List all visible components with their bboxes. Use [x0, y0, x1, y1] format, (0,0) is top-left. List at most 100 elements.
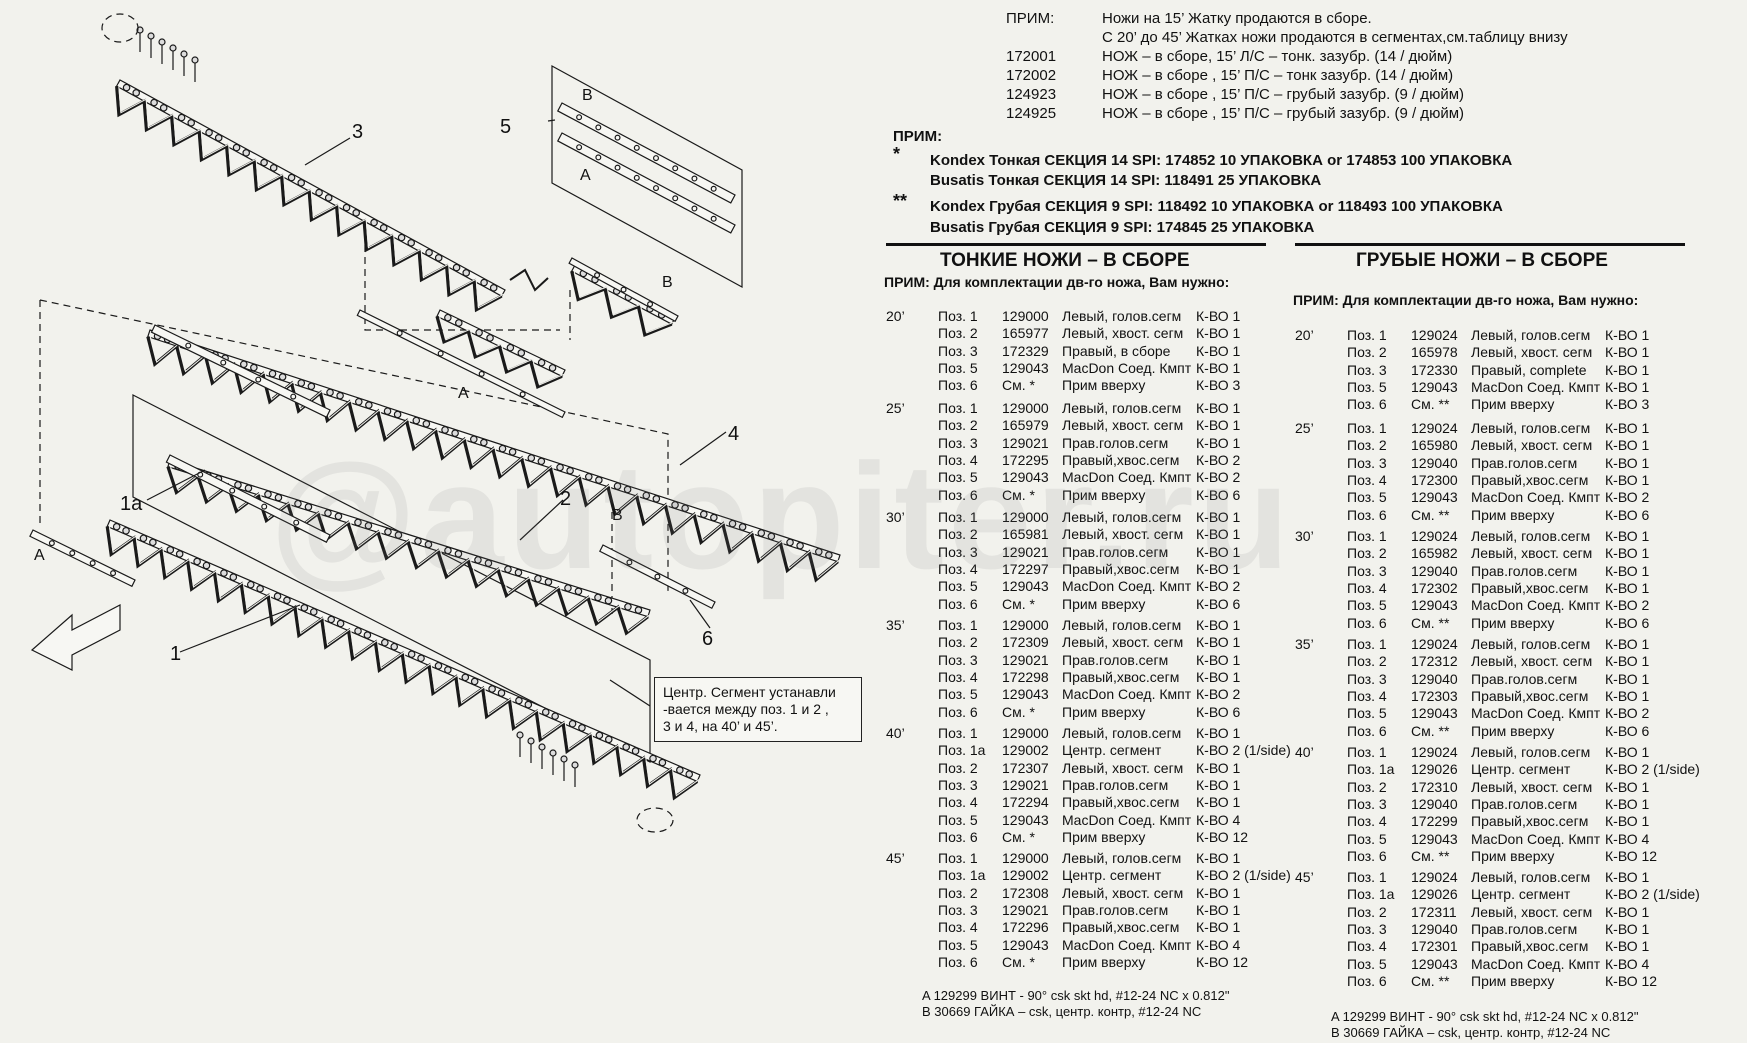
- knife-4-rivet: [556, 463, 564, 472]
- qty-cell: К-ВО 1: [1605, 778, 1650, 795]
- knife-2-rivet: [444, 546, 452, 555]
- position-cell: Поз. 6: [1347, 614, 1387, 631]
- coarse-table-title: ГРУБЫЕ НОЖИ – В СБОРЕ: [1356, 250, 1608, 271]
- qty-cell: К-ВО 3: [1605, 396, 1650, 413]
- knife-3-rivet: [232, 143, 241, 152]
- callout-line: 3 и 4, на 40’ и 45’.: [663, 718, 778, 734]
- desc-cell: Прав.голов.сегм: [1062, 651, 1169, 668]
- knife-3-rivet: [342, 203, 351, 212]
- qty-cell: К-ВО 1: [1196, 400, 1241, 416]
- far-end-bolts-head: [538, 743, 546, 751]
- leader-line: [179, 604, 301, 653]
- joiner-bar-a-left-hole: [110, 570, 117, 577]
- desc-cell: Прим вверху: [1062, 703, 1146, 720]
- desc-cell: Левый, голов.сегм: [1471, 636, 1591, 652]
- desc-cell: Правый, в сборе: [1062, 342, 1171, 359]
- knife-4-rivet: [825, 551, 833, 559]
- part-cell: 129021: [1002, 543, 1049, 560]
- joiner-bar-a-hole: [396, 330, 403, 337]
- center-segment-callout: Центр. Сегмент устанавли -вается между п…: [654, 677, 862, 742]
- part-cell: 129021: [1002, 434, 1049, 451]
- mid-bar-left-hole: [229, 487, 236, 494]
- position-cell: Поз. 5: [1347, 830, 1387, 847]
- knife-4-rivet: [710, 513, 718, 522]
- knife-3-rivet: [260, 158, 268, 167]
- knife-1-rivet: [515, 696, 523, 705]
- qty-cell: К-ВО 2 (1/side): [1196, 867, 1291, 884]
- part-label-4: 4: [728, 423, 739, 445]
- knife-4-rivet: [365, 401, 373, 409]
- knife-2-rivet: [474, 556, 482, 564]
- knife-4-rivet: [613, 482, 622, 490]
- knife-1-rivet: [497, 689, 506, 697]
- part-cell: 165980: [1411, 437, 1458, 454]
- desc-cell: Правый,хвос.сегм: [1062, 668, 1180, 685]
- qty-cell: К-ВО 1: [1605, 378, 1650, 395]
- position-cell: Поз. 3: [938, 543, 978, 560]
- knife-2: [166, 459, 651, 636]
- inset-bar-a-hole: [691, 205, 698, 212]
- part-cell: 129043: [1411, 955, 1458, 972]
- part-label-3: 3: [352, 121, 363, 143]
- position-cell: Поз. 6: [938, 953, 978, 970]
- desc-cell: MacDon Соед. Кмпт: [1471, 705, 1601, 722]
- position-cell: Поз. 6: [1347, 847, 1387, 864]
- part-cell: 129043: [1411, 378, 1458, 395]
- part-cell: 172299: [1411, 813, 1458, 830]
- part-cell: 172308: [1002, 884, 1049, 901]
- qty-cell: К-ВО 1: [1196, 725, 1241, 741]
- position-cell: Поз. 3: [1347, 454, 1387, 471]
- joiner-bar-a-hole: [519, 391, 526, 398]
- fine-table-note: ПРИМ: Для комплектации дв-го ножа, Вам н…: [884, 274, 1230, 290]
- part-cell: 172301: [1411, 938, 1458, 955]
- guide-line: [39, 299, 669, 595]
- desc-cell: Левый, голов.сегм: [1471, 869, 1591, 885]
- qty-cell: К-ВО 12: [1196, 828, 1249, 845]
- knife-1-rivet: [122, 526, 130, 535]
- desc-cell: Правый,хвос.сегм: [1062, 919, 1180, 936]
- part-cell: 172295: [1002, 451, 1049, 468]
- knife-1-rivet: [568, 719, 577, 728]
- desc-cell: Левый, хвост. сегм: [1471, 903, 1593, 920]
- position-cell: Поз. 6: [938, 828, 978, 845]
- qty-cell: К-ВО 12: [1605, 847, 1658, 864]
- far-end-bolts-head: [516, 731, 524, 739]
- part-cell: 129043: [1002, 469, 1049, 486]
- part-cell: 129040: [1411, 795, 1458, 812]
- qty-cell: К-ВО 1: [1196, 919, 1241, 936]
- knife-1-rivet: [541, 708, 550, 716]
- desc-cell: Прав.голов.сегм: [1471, 562, 1578, 579]
- qty-cell: К-ВО 2: [1605, 705, 1650, 722]
- desc-cell: Правый,хвос.сегм: [1471, 471, 1589, 488]
- desc-cell: Левый, хвост. сегм: [1062, 417, 1184, 434]
- part-cell: 172303: [1411, 687, 1458, 704]
- part-cell: 129024: [1411, 420, 1458, 436]
- knife-1-rivet: [622, 743, 631, 751]
- knife-1-rivet: [595, 731, 604, 740]
- position-cell: Поз. 2: [938, 759, 978, 776]
- part-cell: 129026: [1411, 886, 1458, 903]
- knife-1-rivet: [166, 546, 175, 554]
- position-cell: Поз. 4: [938, 919, 978, 936]
- qty-cell: К-ВО 1: [1196, 850, 1241, 866]
- qty-cell: К-ВО 1: [1196, 668, 1241, 685]
- knife-4-rivet: [814, 547, 823, 556]
- part-cell: См. *: [1002, 703, 1035, 720]
- part-cell: 129043: [1002, 686, 1049, 703]
- part-cell: 165978: [1411, 344, 1458, 361]
- part-label-2: 2: [560, 488, 571, 510]
- position-cell: Поз. 2: [1347, 344, 1387, 361]
